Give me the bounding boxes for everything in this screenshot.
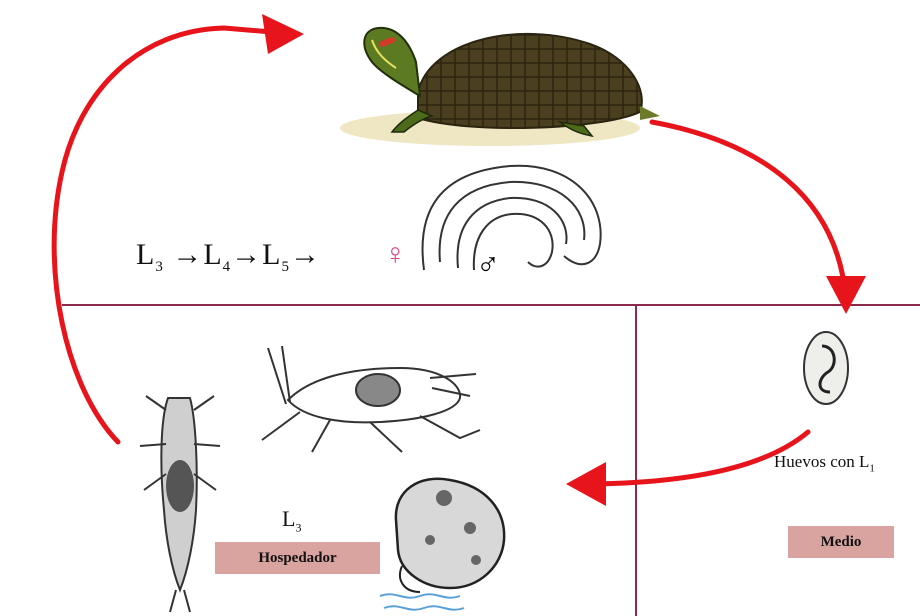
egg-icon <box>804 332 848 404</box>
environment-box-label: Medio <box>788 526 894 558</box>
turtle-icon <box>340 28 660 146</box>
female-symbol: ♀ <box>384 238 407 272</box>
arrowhead-host <box>566 462 606 506</box>
male-symbol: ♂ <box>476 246 500 283</box>
host-box-label: Hospedador <box>215 542 380 574</box>
cycle-arrow-host-to-turtle <box>54 28 296 442</box>
eggs-label: Huevos con L1 <box>774 452 875 474</box>
larva-l3-label: L3 <box>282 506 301 535</box>
cricket-icon <box>262 346 480 452</box>
cycle-arrow-turtle-to-egg <box>652 122 846 300</box>
adult-nematode-icon <box>423 166 601 270</box>
earwig-icon <box>140 396 220 612</box>
frog-icon <box>380 479 504 610</box>
arrowhead-egg <box>826 276 866 314</box>
larval-stage-formula: L3 →L4→L5→ <box>136 238 321 276</box>
arrowhead-turtle <box>262 14 304 54</box>
